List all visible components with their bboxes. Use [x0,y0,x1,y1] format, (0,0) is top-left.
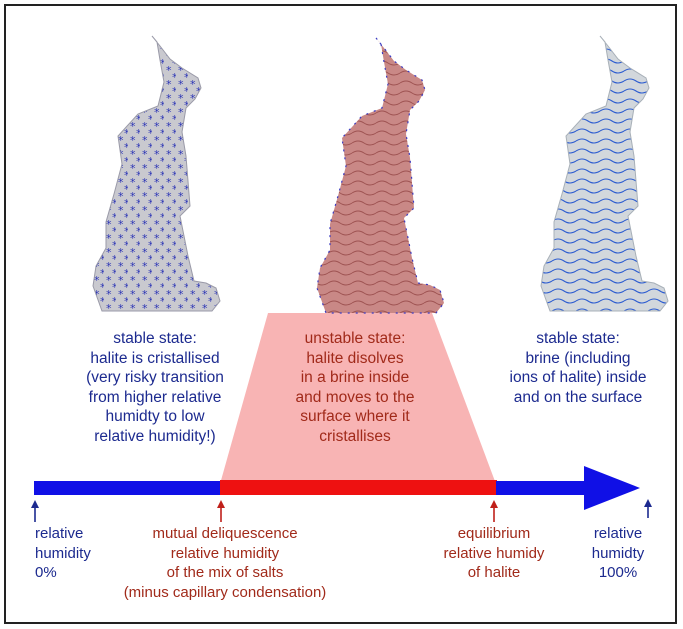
caption-line: halite is cristallised [50,349,260,369]
label-line: humidty [574,544,662,564]
caption-line: from higher relative [50,388,260,408]
caption-line: in a brine inside [270,368,440,388]
label-rh-100: relative humidty 100% [574,524,662,583]
axis-blue-high [496,481,586,495]
label-line: equilibrium [430,524,558,544]
label-line: of halite [430,563,558,583]
caption-line: brine (including [492,349,664,369]
label-line: of the mix of salts [106,563,344,583]
axis-red-segment [220,480,497,495]
statue-brine [541,36,668,311]
caption-unstable: unstable state: halite disolves in a bri… [270,329,440,446]
label-line: (minus capillary condensation) [106,583,344,603]
caption-line: stable state: [50,329,260,349]
label-line: relative [574,524,662,544]
caption-line: and on the surface [492,388,664,408]
label-line: 100% [574,563,662,583]
caption-line: relative humidity!) [50,427,260,447]
label-line: mutual deliquescence [106,524,344,544]
label-line: relative humidy [430,544,558,564]
statue-crystallised [93,36,220,311]
label-line: relative [35,524,91,544]
caption-line: surface where it [270,407,440,427]
label-line: humidity [35,544,91,564]
label-line: relative humidity [106,544,344,564]
caption-line: cristallises [270,427,440,447]
marker-drh [490,500,498,522]
caption-line: (very risky transition [50,368,260,388]
caption-stable-crystallised: stable state: halite is cristallised (ve… [50,329,260,446]
caption-line: and moves to the [270,388,440,408]
marker-mdrh [217,500,225,522]
caption-line: halite disolves [270,349,440,369]
caption-line: ions of halite) inside [492,368,664,388]
statue-unstable [317,38,444,313]
label-rh-0: relative humidity 0% [35,524,91,583]
label-halite-equilibrium: equilibrium relative humidy of halite [430,524,558,583]
axis-blue-low [34,481,222,495]
caption-line: humidty to low [50,407,260,427]
label-mutual-deliquescence: mutual deliquescence relative humidity o… [106,524,344,602]
label-line: 0% [35,563,91,583]
marker-rh0 [31,500,39,522]
axis-arrowhead [584,466,640,510]
caption-stable-brine: stable state: brine (including ions of h… [492,329,664,407]
marker-rh100 [644,499,652,518]
caption-line: unstable state: [270,329,440,349]
caption-line: stable state: [492,329,664,349]
